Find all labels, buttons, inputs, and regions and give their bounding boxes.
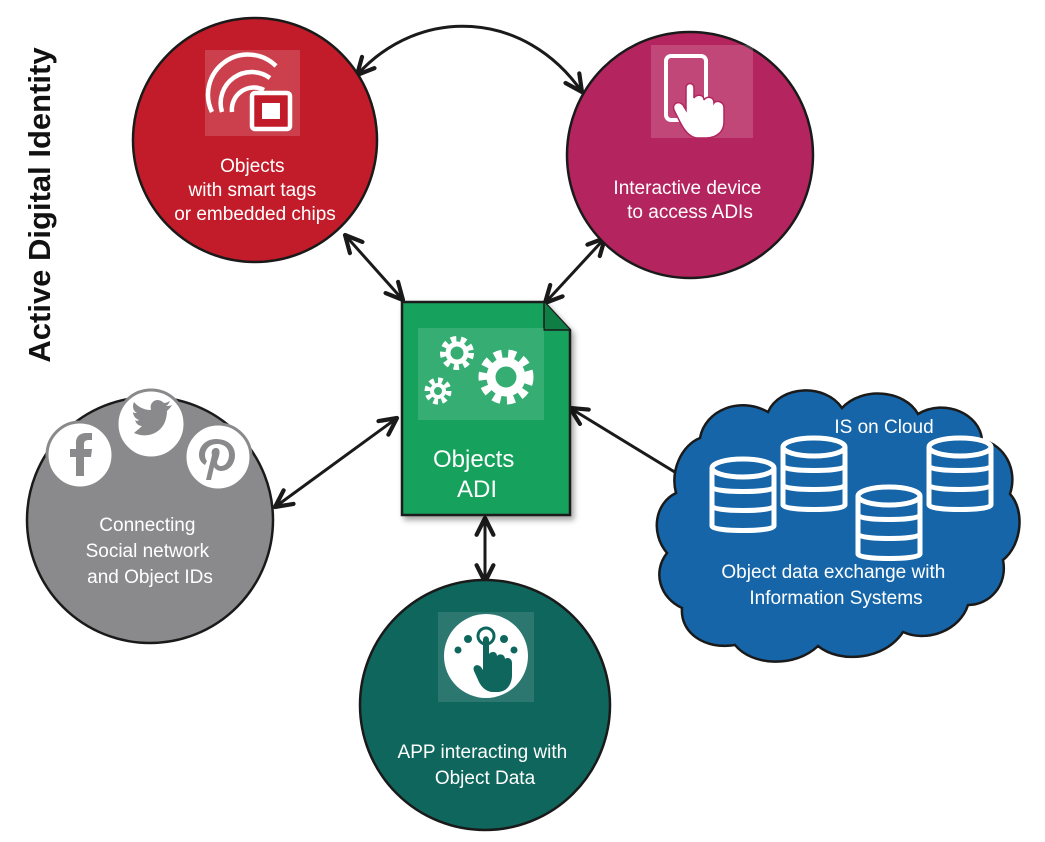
cloud-line-1: Object data exchange with — [721, 562, 945, 583]
database-icon — [855, 484, 923, 561]
social-line-1: Connecting — [99, 515, 195, 536]
svg-text:Object data exchange with: Object data exchange with Information Sy… — [721, 562, 950, 609]
cloud-header: IS on Cloud — [834, 417, 933, 438]
svg-text:Objects ADI: Objects ADI — [433, 446, 521, 503]
adi-line-2: ADI — [457, 476, 497, 503]
database-icon — [709, 456, 777, 533]
device-line-1: Interactive device — [613, 178, 761, 199]
smart-tags-line-1: Objects — [220, 156, 284, 177]
database-icon — [780, 435, 848, 512]
node-cloud: IS on Cloud Object data exchange with In… — [655, 389, 1021, 663]
app-circle — [358, 578, 612, 832]
gears-icon — [418, 328, 544, 420]
node-app: APP interacting with Object Data — [358, 578, 612, 832]
arrow-social-adi — [272, 415, 400, 510]
svg-text:APP interacting with O: APP interacting with Object Data — [398, 742, 573, 789]
node-device: Interactive device to access ADIs — [565, 30, 815, 280]
database-icon — [926, 435, 994, 512]
node-smart-tags: Objects with smart tags or embedded chip… — [131, 16, 379, 264]
facebook-icon — [45, 420, 115, 490]
pinterest-icon — [183, 422, 253, 492]
twitter-icon — [115, 388, 187, 460]
database-icons — [709, 435, 994, 561]
smart-tags-line-3: or embedded chips — [174, 204, 336, 225]
device-line-2: to access ADIs — [627, 202, 753, 223]
arrow-device-adi — [542, 235, 608, 306]
touch-app-icon — [438, 612, 534, 702]
connectors — [272, 24, 699, 585]
svg-text:Interactive device to: Interactive device to access ADIs — [613, 178, 766, 223]
app-line-1: APP interacting with — [398, 742, 568, 763]
cloud-line-2: Information Systems — [749, 588, 922, 609]
smart-tags-circle — [131, 16, 379, 264]
smart-tag-chip-icon — [205, 50, 300, 136]
adi-line-1: Objects — [433, 446, 514, 473]
social-line-2: Social network — [86, 541, 210, 562]
device-circle — [565, 30, 815, 280]
node-social: Connecting Social network and Object IDs — [25, 388, 275, 645]
svg-text:Connecting Social netw: Connecting Social network and Object IDs — [86, 515, 215, 588]
arrow-tags-adi — [342, 232, 406, 303]
arrow-tags-device — [354, 24, 585, 95]
smart-tags-line-2: with smart tags — [187, 180, 316, 201]
node-center-adi: Objects ADI — [400, 300, 572, 517]
touch-tablet-icon — [651, 45, 753, 139]
app-line-2: Object Data — [435, 768, 536, 789]
svg-text:Objects with smart tag: Objects with smart tags or embedded chip… — [174, 156, 336, 225]
social-line-3: and Object IDs — [87, 567, 213, 588]
